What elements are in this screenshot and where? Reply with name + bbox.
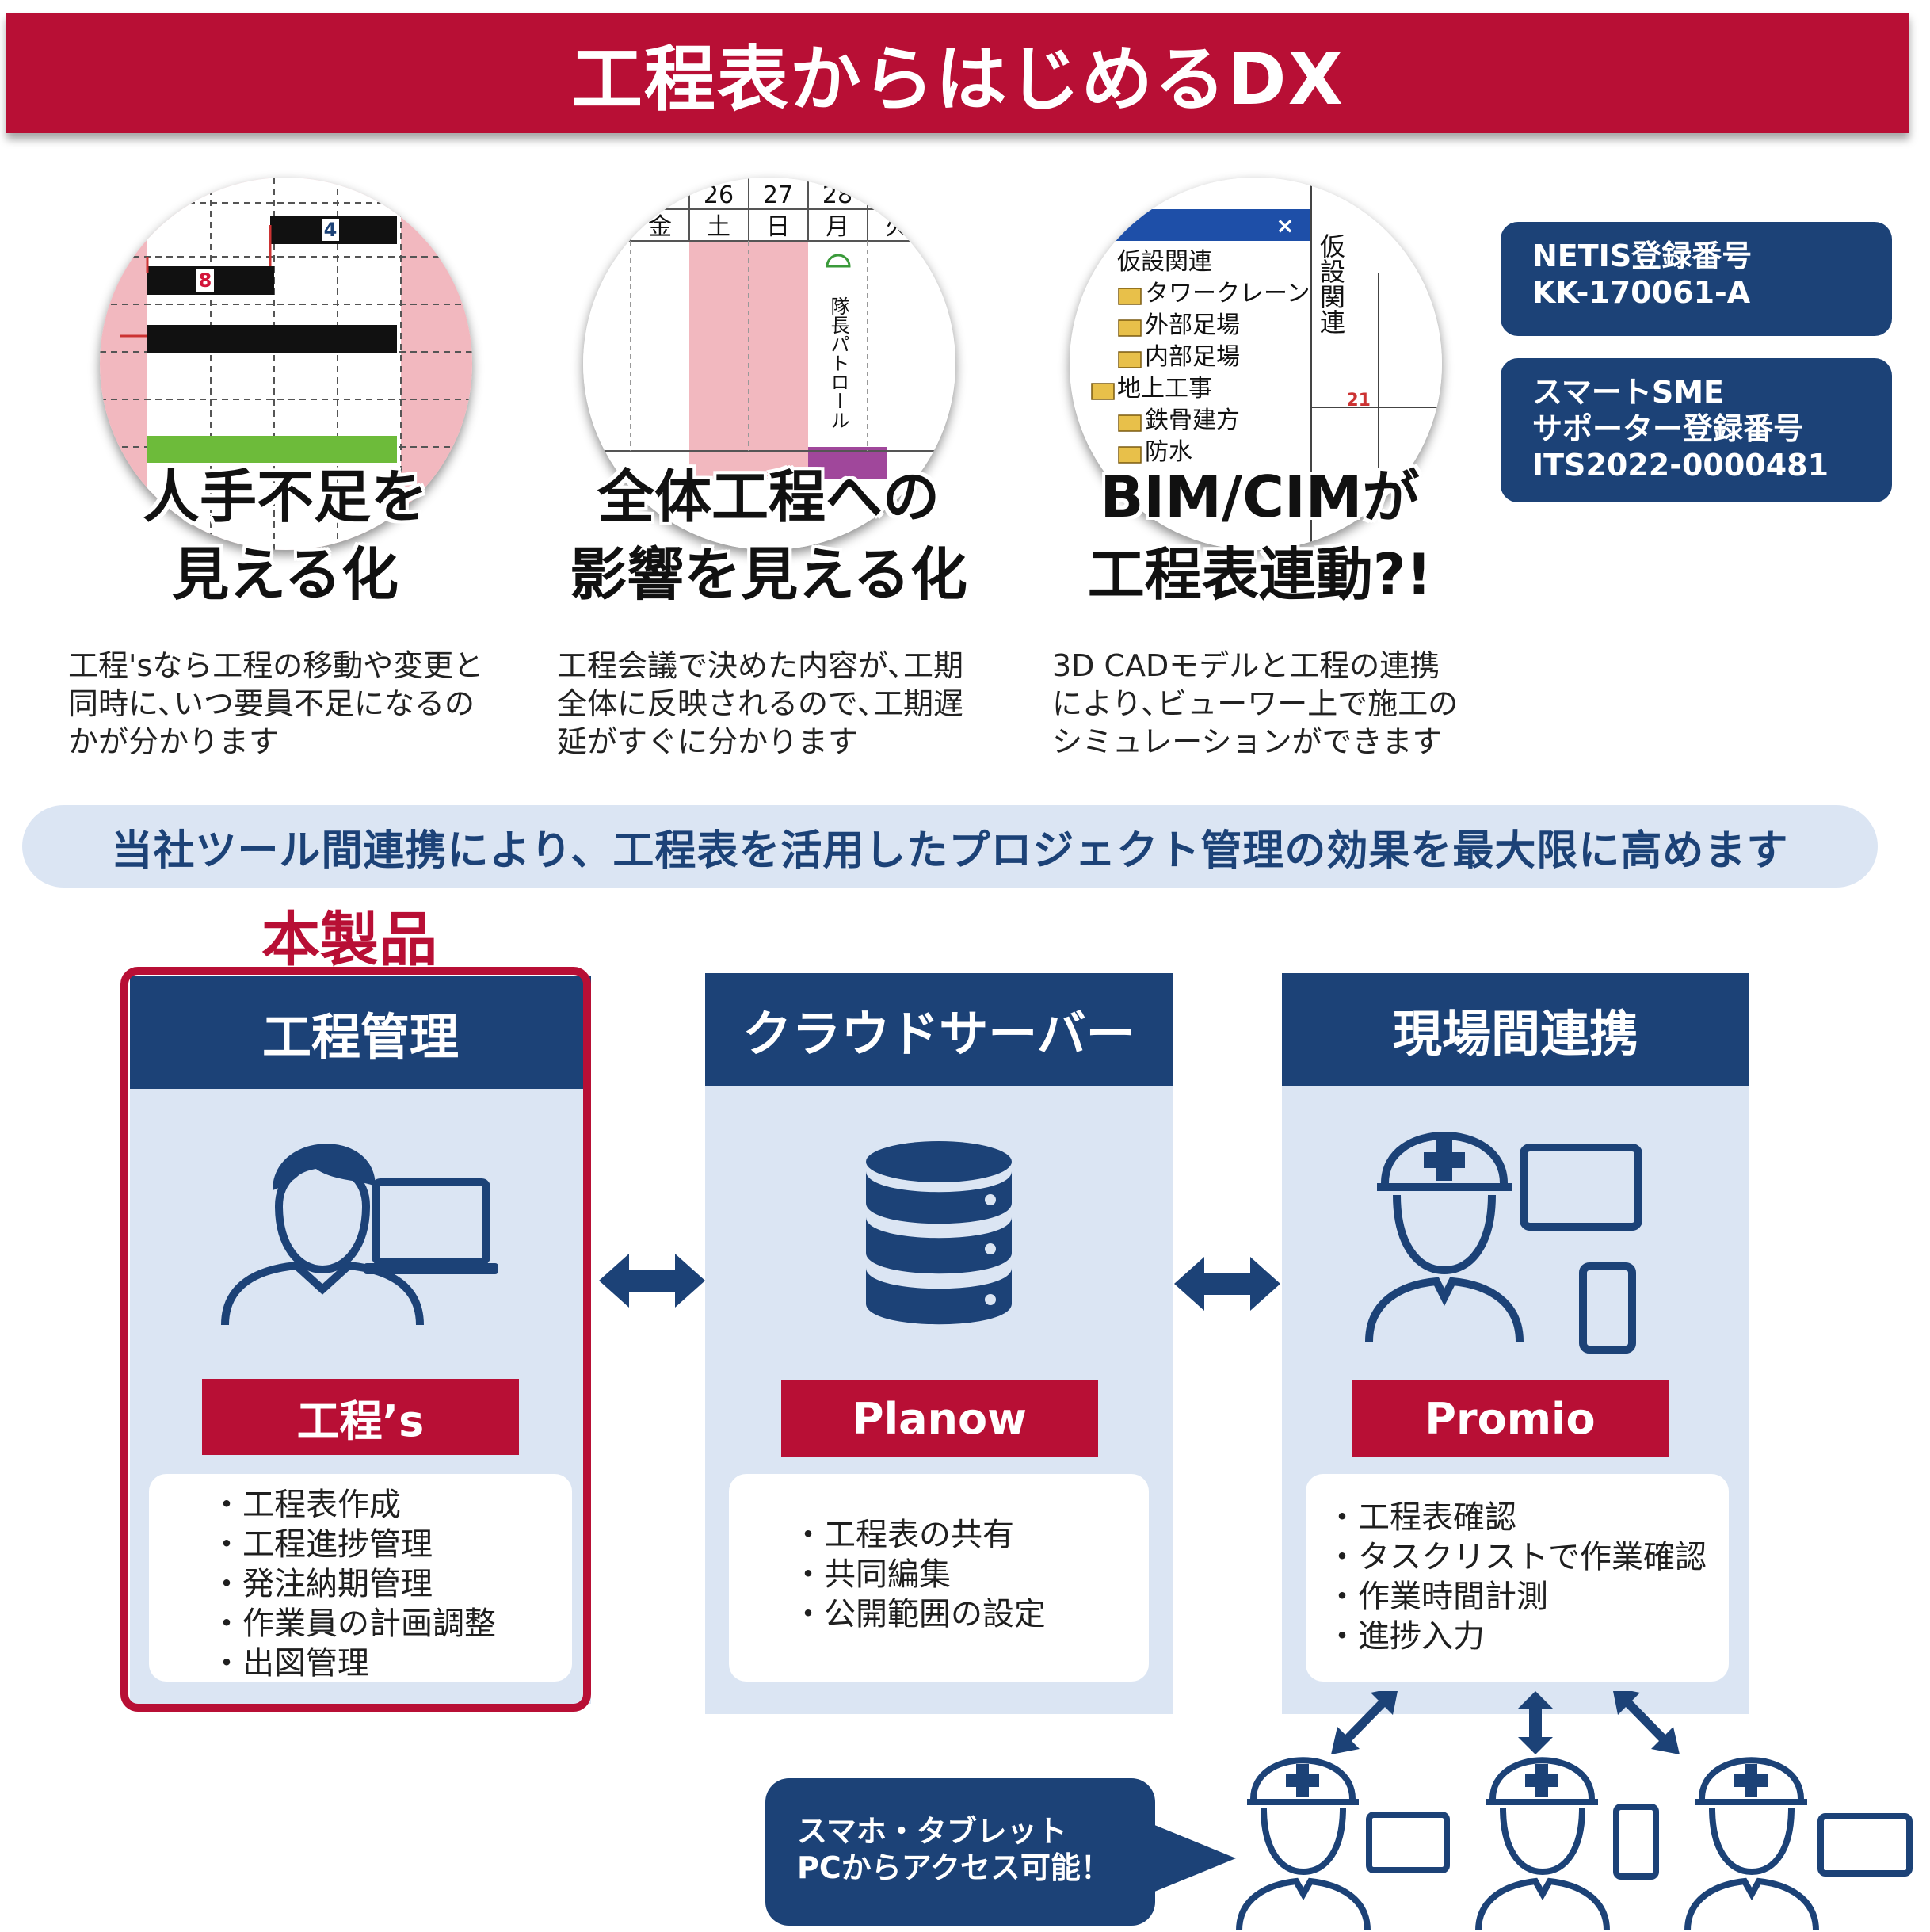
feature-item: 工程表の共有 (792, 1515, 1046, 1555)
double-arrow-icon (1174, 1257, 1280, 1311)
weekday-5: 火 (885, 213, 909, 241)
access-note-line-1: スマホ・タブレット (797, 1814, 1067, 1849)
day-2: 27 (763, 181, 793, 209)
connection-arrows (1331, 1691, 1680, 1754)
feature-item: 公開範囲の設定 (792, 1594, 1046, 1634)
worker-smartphone-icon (1475, 1757, 1659, 1931)
tree-item-2: タワークレーン (1145, 280, 1310, 307)
feature-1-headline: 人手不足を見える化 (142, 464, 428, 608)
event-label: 隊長パトロール (827, 296, 849, 430)
weekday-1: 金 (648, 213, 672, 241)
bar-label-a: 4 (324, 219, 338, 241)
weekday-2: 土 (707, 213, 730, 241)
worker-tablet-icon (1236, 1757, 1450, 1931)
feature-item: タスクリストで作業確認 (1326, 1537, 1707, 1577)
column-3-features: 工程表確認 タスクリストで作業確認 作業時間計測 進捗入力 (1306, 1474, 1729, 1682)
feature-3-headline: BIM/CIMが工程表連動?! (1087, 464, 1432, 608)
feature-item: 工程表確認 (1326, 1498, 1707, 1537)
bar-label-b: 8 (199, 269, 212, 292)
worker-pc-icon (1684, 1757, 1913, 1931)
feature-1-image: 4 8 (100, 178, 472, 550)
feature-2-headline: 全体工程への影響を見える化 (570, 464, 967, 608)
side-label: 仮設関連 (1316, 233, 1346, 334)
tree-item-6: 鉄骨建方 (1145, 407, 1240, 434)
hardhat-worker-icon (1365, 1132, 1642, 1354)
double-arrow-icon (599, 1254, 705, 1308)
office-worker-icon (221, 1144, 498, 1326)
weekday-4: 月 (826, 213, 849, 241)
tree-item-3: 外部足場 (1145, 311, 1240, 339)
feature-2-description: 工程会議で決めた内容が､工期全体に反映されるので､工期遅延がすぐに分かります (557, 648, 964, 759)
feature-item: 発注納期管理 (211, 1564, 496, 1604)
slogan-text: 当社ツール間連携により、工程表を活用したプロジェクト管理の効果を最大限に高めます (111, 827, 1789, 875)
svg-text:×: × (1276, 212, 1294, 239)
column-cloud-server: クラウドサーバー Planow 工程表の共有 共同編集 公開範囲の設定 (705, 973, 1173, 1714)
page-title: 工程表からはじめるDX (570, 38, 1345, 121)
header-banner: 工程表からはじめるDX (6, 13, 1909, 133)
tree-item-5: 地上工事 (1117, 375, 1212, 403)
feature-item: 出図管理 (211, 1644, 496, 1683)
column-2-features: 工程表の共有 共同編集 公開範囲の設定 (729, 1474, 1149, 1682)
tree-item-4: 内部足場 (1145, 343, 1240, 371)
product-promio-label: Promio (1352, 1380, 1669, 1457)
feature-item: 作業員の計画調整 (211, 1604, 496, 1644)
slogan-bar: 当社ツール間連携により、工程表を活用したプロジェクト管理の効果を最大限に高めます (22, 805, 1878, 888)
column-2-title: クラウドサーバー (705, 973, 1173, 1086)
feature-item: 作業時間計測 (1326, 1577, 1707, 1617)
speech-tail (1149, 1823, 1236, 1894)
product-koteis-label: 工程’s (202, 1379, 519, 1455)
access-note: スマホ・タブレット PCからアクセス可能！ (765, 1778, 1155, 1926)
feature-item: 工程表作成 (211, 1485, 496, 1525)
column-process-management: 工程管理 工程’s 工程表作成 工程進捗管理 発注納期管理 作業員の計画調整 出… (130, 976, 591, 1704)
feature-item: 工程進捗管理 (211, 1525, 496, 1564)
feature-1-description: 工程'sなら工程の移動や変更と同時に､いつ要員不足になるのかが分かります (68, 648, 484, 759)
column-1-title: 工程管理 (130, 976, 591, 1089)
this-product-label: 本製品 (261, 906, 437, 974)
feature-3-description: 3D CADモデルと工程の連携により､ビューワー上で施工のシミュレーションができ… (1052, 648, 1459, 759)
side-number: 21 (1346, 391, 1371, 410)
day-3: 28 (822, 181, 852, 209)
weekday-3: 日 (766, 213, 790, 241)
product-planow-label: Planow (781, 1380, 1098, 1457)
feature-item: 進捗入力 (1326, 1617, 1707, 1656)
column-3-title: 現場間連携 (1282, 973, 1749, 1086)
tree-item-7: 防水 (1145, 438, 1192, 466)
feature-item: 共同編集 (792, 1555, 1046, 1594)
access-note-line-2: PCからアクセス可能！ (797, 1850, 1111, 1885)
database-icon (866, 1141, 1012, 1325)
day-1: 26 (704, 181, 734, 209)
column-1-features: 工程表作成 工程進捗管理 発注納期管理 作業員の計画調整 出図管理 (149, 1474, 572, 1682)
feature-2-image: 26 27 28 金 土 日 月 火 隊長パトロール (583, 178, 955, 550)
feature-3-image: × 仮設関連 タワークレーン 外部足場 内部足場 地上工事 鉄骨建方 防水 仮設… (1070, 178, 1442, 550)
tree-item-1: 仮設関連 (1117, 248, 1212, 276)
column-site-collaboration: 現場間連携 Promio 工程表確認 タスクリストで作業確認 作業時間計測 進捗… (1282, 973, 1749, 1714)
